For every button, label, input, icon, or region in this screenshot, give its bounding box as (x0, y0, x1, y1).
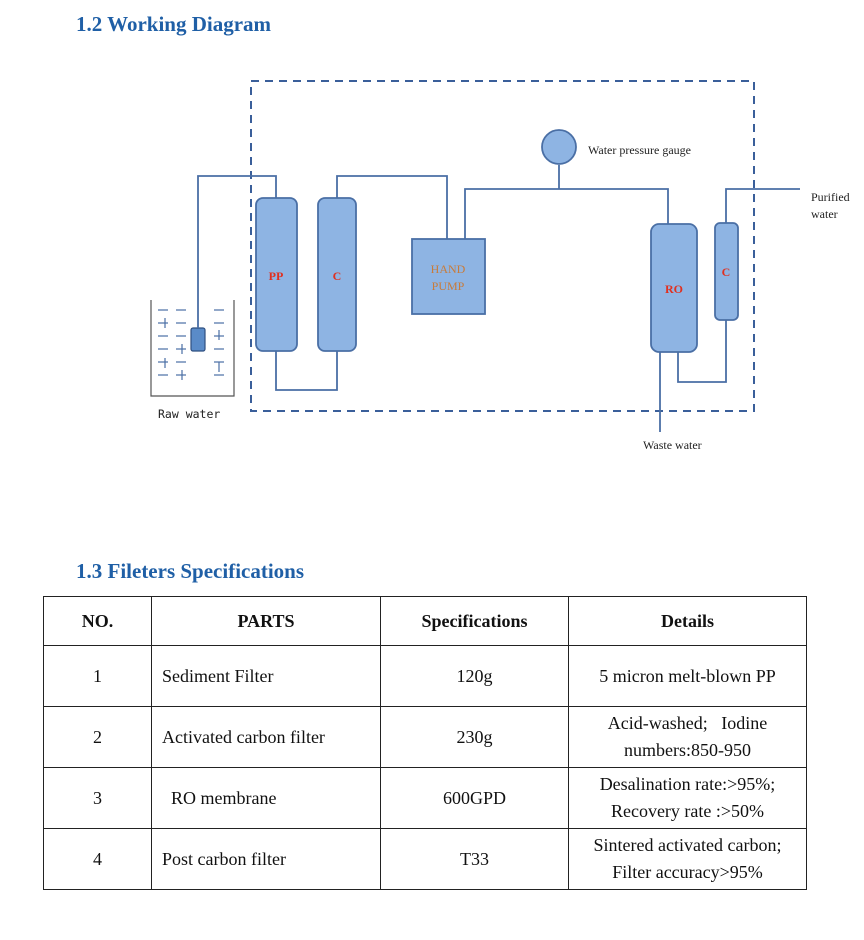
pump-label-line1: HAND (431, 262, 466, 276)
purified-water-label-line1: Purified (811, 190, 850, 204)
c2-label: C (722, 265, 731, 279)
working-diagram: Raw water PP C HAND PUMP Water pressure … (150, 80, 850, 452)
row-detail-line2: Recovery rate :>50% (610, 801, 765, 821)
header-parts: PARTS (151, 596, 381, 646)
carbon-filter-vessel (317, 197, 357, 352)
hand-pump-box (411, 238, 486, 315)
pressure-gauge (541, 129, 577, 165)
row-detail: Sintered activated carbon; Filter accurac… (568, 828, 807, 890)
table-row: 2 Activated carbon filter 230g Acid-wash… (43, 706, 807, 768)
pp-label: PP (269, 269, 284, 283)
row-detail-line1: Sintered activated carbon; (593, 835, 782, 855)
row-spec: 600GPD (380, 767, 569, 829)
row-detail-line2: Filter accuracy>95% (612, 862, 763, 882)
ro-label: RO (665, 282, 683, 296)
row-part: Post carbon filter (151, 828, 381, 890)
housing-boundary (250, 80, 755, 412)
pump-label-line2: PUMP (432, 279, 465, 293)
raw-water-label: Raw water (158, 407, 220, 421)
gauge-label: Water pressure gauge (588, 143, 691, 157)
row-detail-line1: Desalination rate:>95%; (599, 774, 776, 794)
row-no: 4 (43, 828, 152, 890)
table-row: 4 Post carbon filter T33 Sintered activa… (43, 828, 807, 890)
row-detail: 5 micron melt-blown PP (568, 645, 807, 707)
purified-water-label-line2: water (811, 207, 838, 221)
section-title-working-diagram: 1.2 Working Diagram (76, 12, 272, 36)
table-header-row: NO. PARTS Specifications Details (43, 596, 807, 646)
ro-membrane-vessel (650, 223, 698, 353)
pipes (197, 165, 800, 432)
raw-water-tank (150, 300, 235, 397)
row-spec: 120g (380, 645, 569, 707)
intake-float (190, 327, 206, 352)
row-detail-line1: 5 micron melt-blown PP (599, 665, 776, 686)
row-detail-line1: Acid-washed; Iodine (607, 713, 768, 733)
table-row: 1 Sediment Filter 120g 5 micron melt-blo… (43, 645, 807, 707)
row-detail: Desalination rate:>95%; Recovery rate :>5… (568, 767, 807, 829)
row-spec: T33 (380, 828, 569, 890)
section-title-filter-specifications: 1.3 Fileters Specifications (76, 559, 305, 583)
row-detail: Acid-washed; Iodine numbers:850-950 (568, 706, 807, 768)
table-row: 3 RO membrane 600GPD Desalination rate:>… (43, 767, 807, 829)
row-no: 3 (43, 767, 152, 829)
header-no: NO. (43, 596, 152, 646)
header-specifications: Specifications (380, 596, 569, 646)
header-details: Details (568, 596, 807, 646)
row-detail-line2: numbers:850-950 (624, 740, 751, 760)
row-part: RO membrane (151, 767, 381, 829)
row-part: Sediment Filter (151, 645, 381, 707)
row-no: 2 (43, 706, 152, 768)
row-spec: 230g (380, 706, 569, 768)
waste-water-label: Waste water (643, 438, 702, 452)
pp-filter-vessel (255, 197, 298, 352)
filter-specifications-table: NO. PARTS Specifications Details 1 Sedim… (43, 596, 807, 890)
row-part: Activated carbon filter (151, 706, 381, 768)
row-no: 1 (43, 645, 152, 707)
c1-label: C (333, 269, 342, 283)
post-carbon-vessel (714, 222, 739, 321)
